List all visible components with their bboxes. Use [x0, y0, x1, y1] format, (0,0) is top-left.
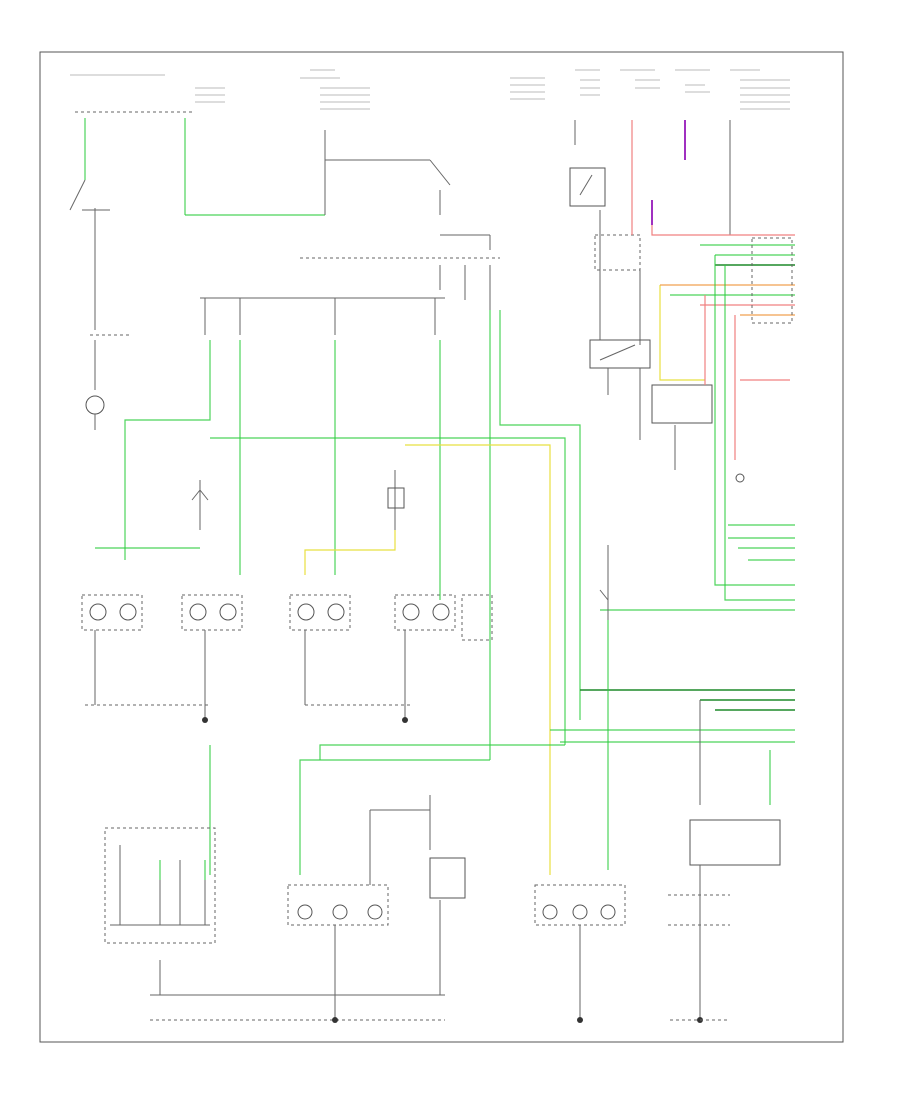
- mid-switches: [191, 470, 405, 575]
- right-middle-connectors: [550, 524, 795, 805]
- right-harness: [659, 237, 795, 601]
- ground-bus: [150, 994, 730, 1023]
- bottom-right-module: [668, 819, 781, 1020]
- top-labels: [70, 69, 790, 110]
- upper-bus: [200, 297, 445, 335]
- diagram-border: [39, 51, 844, 1043]
- bottom-left-cluster: [104, 827, 216, 995]
- bottom-center-bulbs: [287, 795, 466, 1020]
- bottom-right-bulbs: [534, 884, 626, 1020]
- right-upper-modules: [569, 120, 795, 470]
- left-top-circuit: [69, 111, 500, 430]
- lower-feeds: [209, 575, 565, 875]
- side-switch: [599, 545, 609, 870]
- bulb-row-middle: [81, 594, 493, 723]
- green-feeds: [95, 310, 581, 875]
